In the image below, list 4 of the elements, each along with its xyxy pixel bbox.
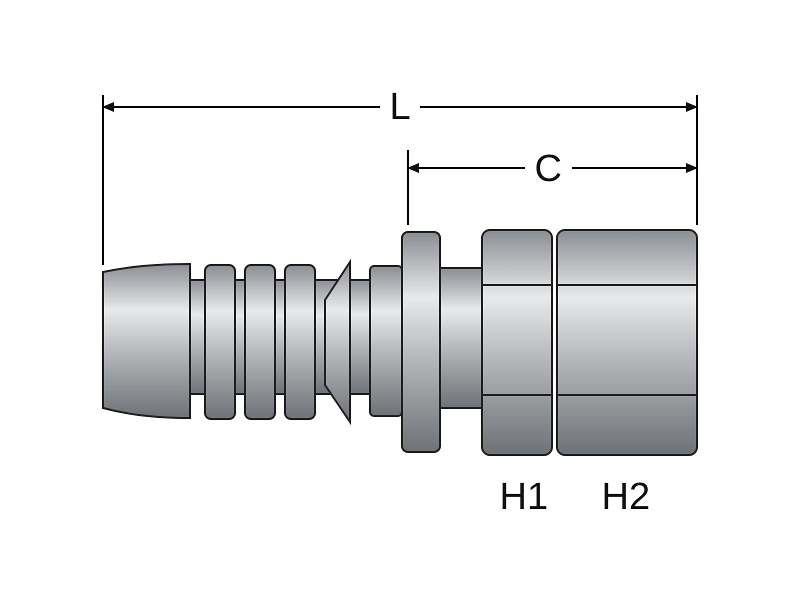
dimension-label: L — [390, 88, 411, 126]
part-label: H2 — [602, 478, 650, 516]
dimension-label: C — [534, 150, 562, 188]
part-label: H1 — [500, 478, 548, 516]
